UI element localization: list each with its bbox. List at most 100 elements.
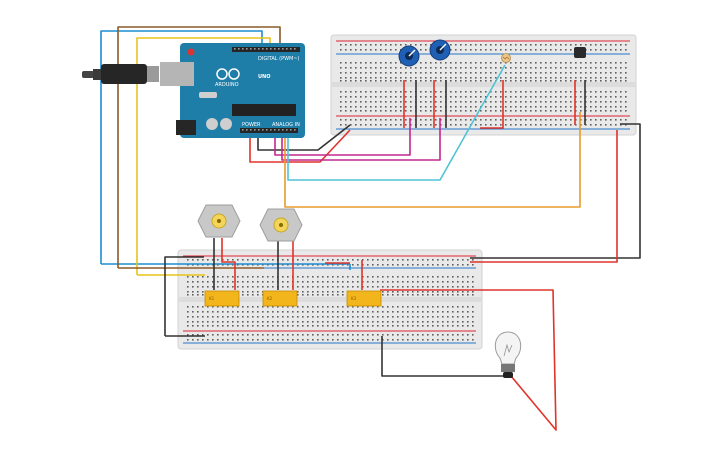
breadboard-hole <box>427 334 429 336</box>
breadboard-hole <box>392 339 394 341</box>
wire-ldr-red[interactable] <box>480 80 504 129</box>
wire-motor1-red[interactable] <box>221 238 236 290</box>
breadboard-hole <box>302 321 304 323</box>
breadboard-hole <box>232 276 234 278</box>
wire-black-gnd[interactable] <box>164 256 205 337</box>
breadboard-hole <box>565 124 567 126</box>
breadboard-hole <box>277 325 279 327</box>
breadboard-hole <box>610 80 612 82</box>
breadboard-hole <box>600 91 602 93</box>
wire-magenta-1[interactable] <box>274 118 411 156</box>
breadboard-hole <box>455 91 457 93</box>
relay-2[interactable]: K2 <box>262 290 298 307</box>
breadboard-hole <box>430 96 432 98</box>
breadboard-hole <box>252 311 254 313</box>
breadboard-hole <box>450 124 452 126</box>
breadboard-hole <box>332 259 334 261</box>
breadboard-hole <box>345 101 347 103</box>
breadboard-hole <box>377 286 379 288</box>
wire-magenta-2[interactable] <box>281 118 441 161</box>
breadboard-hole <box>365 124 367 126</box>
breadboard-hole <box>192 321 194 323</box>
breadboard-hole <box>237 325 239 327</box>
breadboard-hole <box>345 80 347 82</box>
dc-motor-1[interactable] <box>197 204 241 238</box>
arduino-uno[interactable]: UNO ARDUINO DIGITAL (PWM~) POWER ANALOG … <box>160 43 305 138</box>
potentiometer-2[interactable] <box>429 39 451 61</box>
breadboard-hole <box>402 286 404 288</box>
relay-1[interactable]: K1 <box>204 290 240 307</box>
breadboard-hole <box>605 119 607 121</box>
breadboard-hole <box>605 106 607 108</box>
breadboard-hole <box>222 286 224 288</box>
wire-black-right[interactable] <box>470 123 641 259</box>
wire-orange[interactable] <box>284 112 581 208</box>
breadboard-hole <box>615 106 617 108</box>
breadboard-hole <box>342 311 344 313</box>
breadboard-hole <box>242 339 244 341</box>
header-pin <box>270 48 272 50</box>
wire-brown[interactable] <box>117 26 281 269</box>
relay-3[interactable]: K3 <box>346 290 382 307</box>
breadboard-hole <box>365 49 367 51</box>
breadboard-hole <box>405 44 407 46</box>
breadboard-hole <box>187 339 189 341</box>
breadboard-hole <box>327 276 329 278</box>
breadboard-hole <box>407 286 409 288</box>
breadboard-hole <box>342 321 344 323</box>
breadboard-hole <box>362 259 364 261</box>
breadboard-hole <box>467 339 469 341</box>
breadboard-hole <box>625 101 627 103</box>
breadboard-hole <box>570 124 572 126</box>
header-pin <box>282 129 284 131</box>
breadboard-hole <box>302 294 304 296</box>
breadboard-hole <box>412 281 414 283</box>
breadboard-hole <box>352 276 354 278</box>
breadboard-hole <box>257 276 259 278</box>
breadboard-hole <box>302 286 304 288</box>
header-pin <box>270 129 272 131</box>
breadboard-hole <box>287 325 289 327</box>
breadboard-hole <box>192 281 194 283</box>
breadboard-hole <box>605 80 607 82</box>
header-pin <box>278 129 280 131</box>
breadboard-hole <box>237 306 239 308</box>
potentiometer-1[interactable] <box>398 45 420 67</box>
wire-bulb-black[interactable] <box>381 336 505 377</box>
breadboard-hole <box>312 321 314 323</box>
breadboard-hole <box>610 49 612 51</box>
breadboard-hole <box>212 316 214 318</box>
breadboard-hole <box>445 77 447 79</box>
breadboard-hole <box>570 91 572 93</box>
breadboard-hole <box>457 281 459 283</box>
breadboard-hole <box>212 259 214 261</box>
header-pin <box>238 48 240 50</box>
wire-yellow[interactable] <box>136 37 271 276</box>
breadboard-hole <box>510 96 512 98</box>
breadboard-hole <box>422 264 424 266</box>
reset-button[interactable] <box>187 48 195 56</box>
breadboard-hole <box>525 101 527 103</box>
breadboard-hole <box>505 49 507 51</box>
breadboard-hole <box>550 77 552 79</box>
breadboard-hole <box>585 44 587 46</box>
breadboard-hole <box>307 316 309 318</box>
breadboard-hole <box>377 306 379 308</box>
breadboard-hole <box>380 72 382 74</box>
breadboard-hole <box>495 44 497 46</box>
breadboard-top[interactable] <box>330 34 637 136</box>
breadboard-hole <box>535 80 537 82</box>
dc-motor-2[interactable] <box>259 208 303 242</box>
light-bulb[interactable] <box>494 331 522 378</box>
breadboard-hole <box>217 316 219 318</box>
breadboard-hole <box>380 67 382 69</box>
wire-red-right[interactable] <box>470 130 618 263</box>
breadboard-hole <box>450 106 452 108</box>
breadboard-hole <box>222 325 224 327</box>
breadboard-hole <box>360 91 362 93</box>
wire-bulb-red[interactable] <box>380 289 557 431</box>
temperature-sensor[interactable] <box>574 47 586 58</box>
breadboard-hole <box>580 44 582 46</box>
photoresistor[interactable] <box>501 53 511 63</box>
wire-cyan[interactable] <box>287 64 506 181</box>
